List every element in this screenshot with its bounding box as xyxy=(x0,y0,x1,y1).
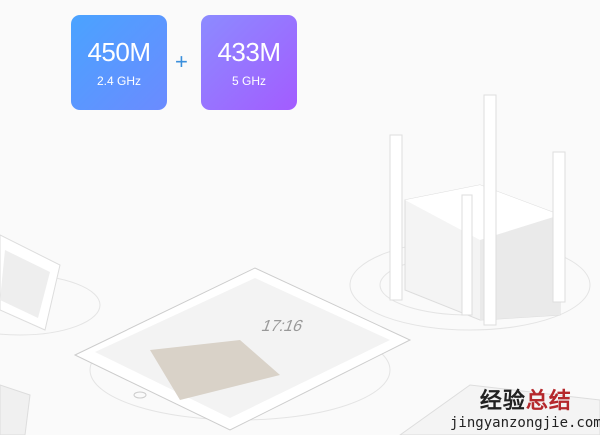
watermark-url: jingyanzongjie.com xyxy=(450,415,600,431)
band-frequency: 2.4 GHz xyxy=(96,74,141,88)
band-frequency: 5 GHz xyxy=(231,74,266,88)
plus-sign: + xyxy=(175,49,188,74)
band-speed: 433M xyxy=(217,37,281,67)
watermark-cn-b: 总结 xyxy=(525,388,572,413)
band-card-24ghz: 450M 2.4 GHz xyxy=(71,15,167,110)
phone-bottom-left xyxy=(0,384,31,435)
watermark: 经验总结 jingyanzongjie.com xyxy=(450,383,600,431)
tablet xyxy=(73,267,412,431)
tablet-clock: 17:16 xyxy=(259,318,306,335)
router xyxy=(389,94,566,326)
band-speed: 450M xyxy=(87,37,151,67)
watermark-cn-a: 经验 xyxy=(479,388,526,413)
phone-left xyxy=(0,234,61,331)
band-card-5ghz: 433M 5 GHz xyxy=(201,15,297,110)
tablet-bottom-right xyxy=(399,384,600,435)
